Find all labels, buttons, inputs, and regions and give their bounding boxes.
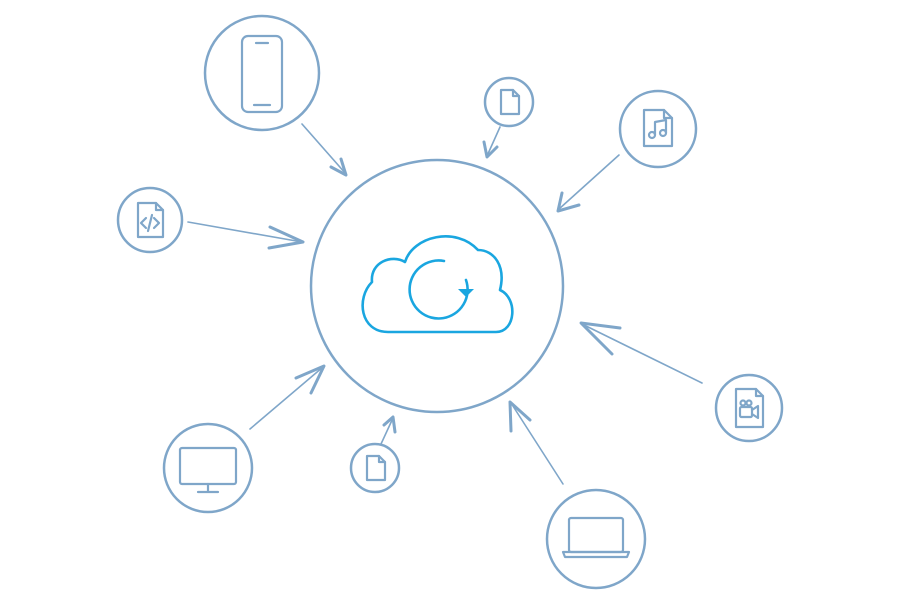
arrow-video-to-cloud	[579, 321, 703, 384]
video-file-node	[714, 373, 784, 443]
arrow-smartphone-to-cloud	[301, 123, 348, 177]
smartphone-icon	[240, 34, 284, 114]
arrow-laptop-to-cloud	[508, 400, 564, 485]
code-file-node	[116, 186, 184, 254]
laptop-icon	[561, 516, 631, 559]
document-node-bottom	[349, 442, 401, 494]
cloud-hub	[309, 158, 565, 414]
music-file-node	[618, 89, 698, 169]
laptop-node	[545, 488, 647, 590]
video-file-icon	[734, 387, 765, 429]
document-icon	[365, 454, 387, 482]
arrow-code-to-cloud	[187, 221, 305, 250]
document-node-top	[483, 76, 535, 128]
code-file-icon	[136, 201, 165, 239]
arrow-document-top-to-cloud	[482, 126, 501, 159]
cloud-sync-icon	[361, 235, 514, 334]
arrow-monitor-to-cloud	[249, 364, 326, 430]
monitor-node	[162, 422, 254, 514]
music-file-icon	[642, 108, 674, 148]
arrow-music-to-cloud	[556, 154, 620, 213]
arrow-document-bottom-to-cloud	[380, 415, 397, 445]
document-icon	[499, 88, 521, 116]
smartphone-node	[203, 14, 321, 132]
monitor-icon	[178, 446, 238, 494]
